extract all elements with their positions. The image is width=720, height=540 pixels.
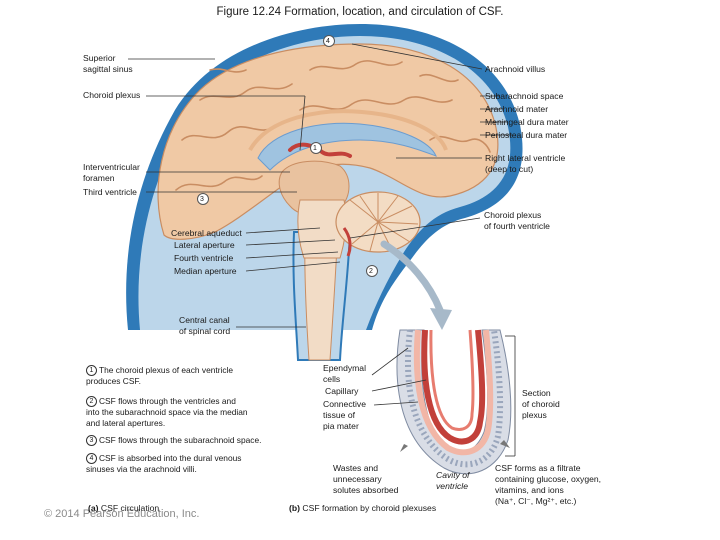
label-fourth-ventricle: Fourth ventricle — [174, 253, 234, 263]
label-section-choroid: Section of choroid plexus — [522, 388, 560, 420]
gyri-lines — [175, 60, 491, 191]
choroid-plexus-inset — [396, 329, 512, 475]
label-choroid-plexus: Choroid plexus — [83, 90, 141, 100]
marker-3: 3 — [200, 196, 204, 203]
label-right-lateral-ventricle: Right lateral ventricle (deep to cut) — [485, 153, 566, 174]
fourth-ventricle-plexus — [342, 227, 352, 257]
label-wastes: Wastes and unnecessary solutes absorbed — [333, 463, 399, 495]
marker-4: 4 — [326, 38, 330, 45]
leader-lines-left — [128, 58, 341, 328]
corpus-callosum — [248, 109, 448, 152]
label-capillary: Capillary — [325, 386, 359, 396]
label-subarachnoid-space: Subarachnoid space — [485, 91, 564, 101]
label-choroid-plexus-fourth: Choroid plexus of fourth ventricle — [484, 210, 550, 231]
label-lateral-aperture: Lateral aperture — [174, 240, 235, 250]
step-3-number: 3 — [86, 435, 97, 447]
label-superior-sagittal-sinus: Superior sagittal sinus — [83, 53, 133, 74]
marker-1: 1 — [313, 145, 317, 152]
inset-arrow — [380, 240, 444, 314]
label-central-canal: Central canal of spinal cord — [179, 315, 231, 336]
choroid-plexus-shape — [288, 142, 352, 158]
label-arachnoid-villus: Arachnoid villus — [485, 64, 546, 74]
step-markers — [197, 35, 378, 277]
label-median-aperture: Median aperture — [174, 266, 237, 276]
leader-lines-inset — [371, 335, 516, 457]
leader-lines-right — [349, 43, 512, 239]
caption-a: (a) CSF circulation — [88, 503, 160, 513]
label-ependymal-cells: Ependymal cells — [323, 363, 366, 384]
label-interventricular-foramen: Interventricular foramen — [83, 162, 140, 183]
label-arachnoid-mater: Arachnoid mater — [485, 104, 549, 114]
inset-arrowhead — [430, 308, 452, 330]
flow-arrows-inset — [400, 440, 510, 452]
spinal-cord — [304, 225, 339, 361]
step-4-number: 4 — [86, 453, 97, 465]
label-periosteal-dura: Periosteal dura mater — [485, 130, 568, 140]
label-meningeal-dura: Meningeal dura mater — [485, 117, 569, 127]
step-1-number: 1 — [86, 365, 97, 377]
marker-2: 2 — [369, 268, 373, 275]
label-connective-tissue: Connective tissue of pia mater — [323, 399, 366, 431]
caption-b: (b) CSF formation by choroid plexuses — [289, 503, 437, 513]
label-third-ventricle: Third ventricle — [83, 187, 137, 197]
figure-title: Figure 12.24 Formation, location, and ci… — [216, 6, 504, 18]
label-cavity: Cavity of ventricle — [436, 470, 470, 491]
label-csf-filtrate: CSF forms as a filtrate containing gluco… — [495, 463, 602, 506]
step-2-number: 2 — [86, 396, 97, 408]
label-cerebral-aqueduct: Cerebral aqueduct — [171, 228, 242, 238]
copyright: © 2014 Pearson Education, Inc. — [44, 508, 200, 520]
